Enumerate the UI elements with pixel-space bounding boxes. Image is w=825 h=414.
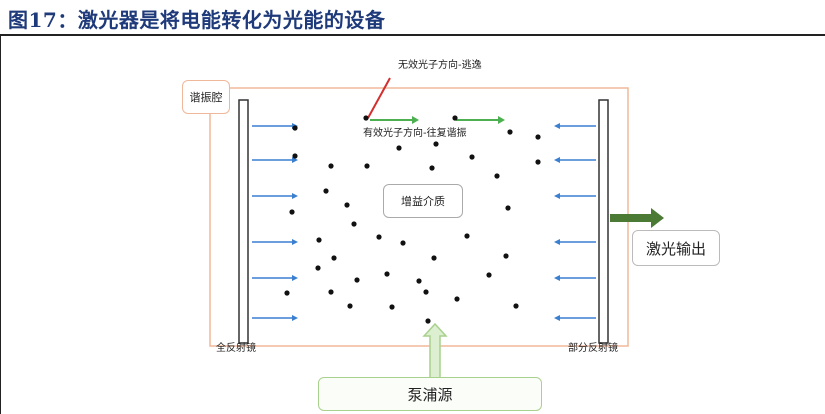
particle-dot-6 bbox=[396, 145, 402, 151]
particle-dot-27 bbox=[354, 277, 360, 283]
resonator-label-box: 谐振腔 bbox=[182, 80, 230, 114]
photon-arrowhead-right-2 bbox=[554, 193, 560, 199]
particle-dot-8 bbox=[469, 154, 475, 160]
particle-dot-32 bbox=[328, 289, 334, 295]
gain-medium-label: 增益介质 bbox=[401, 195, 445, 208]
photon-arrowhead-left-1 bbox=[292, 157, 298, 163]
particle-dot-0 bbox=[292, 125, 298, 131]
laser-output-box: 激光输出 bbox=[632, 230, 720, 266]
particle-dot-14 bbox=[323, 188, 329, 194]
particle-dot-1 bbox=[363, 115, 369, 121]
photon-arrowhead-left-4 bbox=[292, 275, 298, 281]
particle-dot-17 bbox=[505, 205, 511, 211]
particle-dot-38 bbox=[425, 318, 431, 324]
photon-arrowhead-left-5 bbox=[292, 315, 298, 321]
particle-dot-9 bbox=[535, 159, 541, 165]
particle-dot-37 bbox=[513, 303, 519, 309]
valid-photon-label: 有效光子方向-往复谐振 bbox=[363, 128, 467, 139]
particle-dot-10 bbox=[328, 163, 334, 169]
particle-dot-3 bbox=[507, 129, 513, 135]
particle-dot-16 bbox=[344, 202, 350, 208]
particle-dot-2 bbox=[452, 115, 458, 121]
right-photon-arrows bbox=[554, 123, 596, 321]
particle-dot-29 bbox=[486, 272, 492, 278]
particle-dot-26 bbox=[315, 265, 321, 271]
pump-source-label: 泵浦源 bbox=[407, 385, 453, 404]
title-rule bbox=[0, 34, 825, 36]
photon-arrowhead-right-1 bbox=[554, 157, 560, 163]
photon-arrowhead-right-0 bbox=[554, 123, 560, 129]
photon-arrowhead-right-5 bbox=[554, 315, 560, 321]
particle-dot-25 bbox=[503, 253, 509, 259]
laser-output-arrow bbox=[610, 208, 664, 228]
particle-dot-18 bbox=[351, 221, 357, 227]
photon-arrowhead-right-4 bbox=[554, 275, 560, 281]
resonator-label: 谐振腔 bbox=[189, 91, 223, 104]
particle-dot-11 bbox=[364, 163, 370, 169]
valid-direction-arrows bbox=[370, 116, 505, 124]
particle-dot-33 bbox=[423, 289, 429, 295]
laser-output-label: 激光输出 bbox=[645, 239, 706, 258]
particle-dot-4 bbox=[535, 134, 541, 140]
particles bbox=[284, 115, 541, 324]
photon-arrowhead-left-2 bbox=[292, 193, 298, 199]
particle-dot-15 bbox=[289, 209, 295, 215]
frame-left-rule bbox=[0, 36, 1, 414]
particle-dot-13 bbox=[494, 173, 500, 179]
invalid-photon-label: 无效光子方向-逃逸 bbox=[398, 60, 482, 71]
particle-dot-28 bbox=[384, 271, 390, 277]
particle-dot-22 bbox=[400, 240, 406, 246]
particle-dot-34 bbox=[454, 296, 460, 302]
escape-direction-line bbox=[367, 77, 391, 119]
partial-mirror-label: 部分反射镜 bbox=[568, 343, 618, 354]
left-photon-arrows bbox=[252, 123, 298, 321]
particle-dot-23 bbox=[431, 255, 437, 261]
photon-arrowhead-left-3 bbox=[292, 239, 298, 245]
particle-dot-5 bbox=[292, 153, 298, 159]
particle-dot-20 bbox=[316, 237, 322, 243]
particle-dot-19 bbox=[464, 233, 470, 239]
particle-dot-35 bbox=[347, 303, 353, 309]
particle-dot-36 bbox=[389, 304, 395, 310]
particle-dot-31 bbox=[284, 290, 290, 296]
particle-dot-24 bbox=[331, 255, 337, 261]
partial-mirror-bar bbox=[598, 99, 609, 344]
gain-medium-box: 增益介质 bbox=[383, 184, 463, 218]
particle-dot-30 bbox=[416, 278, 422, 284]
full-mirror-bar bbox=[238, 99, 249, 344]
particle-dot-12 bbox=[429, 165, 435, 171]
pump-arrow bbox=[422, 322, 448, 379]
photon-arrowhead-right-3 bbox=[554, 239, 560, 245]
particle-dot-7 bbox=[433, 141, 439, 147]
full-mirror-label: 全反射镜 bbox=[216, 343, 256, 354]
pump-source-box: 泵浦源 bbox=[318, 377, 542, 411]
figure-title: 图17：激光器是将电能转化为光能的设备 bbox=[8, 8, 386, 32]
particle-dot-21 bbox=[376, 234, 382, 240]
